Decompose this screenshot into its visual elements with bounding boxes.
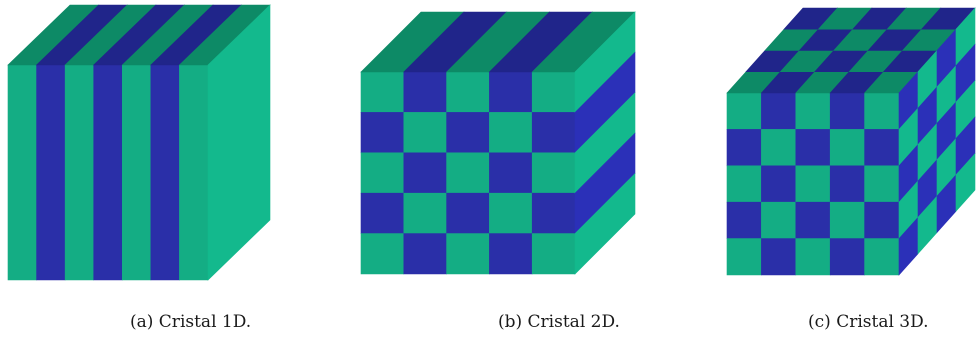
checker-front [531,233,576,275]
checker-front [489,71,533,113]
checker-front [489,192,533,234]
checker-front [360,71,405,113]
checker-front [403,71,447,113]
cube-3d-crystal [726,7,976,276]
checker-front [726,129,762,167]
checker-front [795,165,831,203]
checker-front [360,233,405,275]
checker-front [726,238,762,276]
checker-front [829,165,865,203]
checker-front [403,112,447,154]
checker-front [795,129,831,167]
checker-front [761,129,797,167]
checker-front [761,238,797,276]
checker-front [864,201,900,239]
stripe-side [574,172,636,275]
cube-1d-crystal [7,4,271,281]
checker-front [864,165,900,203]
stripe-front [64,64,95,281]
stripe-front [179,64,209,281]
checker-side [955,152,976,213]
checker-front [829,129,865,167]
checker-front [761,165,797,203]
caption-c: (c) Cristal 3D. [808,312,929,332]
checker-front [403,192,447,234]
checker-front [726,92,762,130]
checker-front [446,152,490,194]
checker-front [360,112,405,154]
checker-front [489,112,533,154]
checker-front [403,233,447,275]
checker-front [531,152,576,194]
checker-front [403,152,447,194]
checker-front [489,233,533,275]
checker-front [446,192,490,234]
checker-front [726,201,762,239]
checker-front [864,238,900,276]
checker-front [531,112,576,154]
checker-front [829,201,865,239]
cube-2d-crystal [360,11,636,275]
checker-front [531,71,576,113]
checker-front [531,192,576,234]
checker-front [761,92,797,130]
checker-front [829,238,865,276]
side-face [207,4,271,281]
checker-front [446,112,490,154]
stripe-front [121,64,152,281]
stripe-front [7,64,37,281]
checker-front [761,201,797,239]
checker-front [864,129,900,167]
checker-front [795,238,831,276]
stripe-front [150,64,180,281]
checker-front [446,71,490,113]
checker-front [864,92,900,130]
stripe-front [93,64,123,281]
caption-b: (b) Cristal 2D. [498,312,620,332]
stripe-front [36,64,66,281]
checker-front [446,233,490,275]
caption-a: (a) Cristal 1D. [130,312,252,332]
checker-front [795,201,831,239]
checker-front [726,165,762,203]
checker-front [360,152,405,194]
checker-front [489,152,533,194]
checker-front [795,92,831,130]
checker-front [360,192,405,234]
checker-front [829,92,865,130]
